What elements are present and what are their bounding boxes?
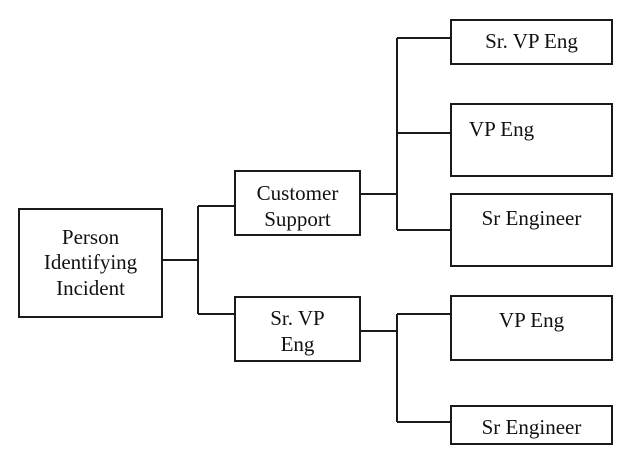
sr-engineer-top-box: Sr Engineer [450,193,613,267]
sr-vp-eng-mid-box: Sr. VP Eng [234,296,361,362]
vp-eng-bottom-label: VP Eng [498,308,565,332]
person-identifying-incident-label: Person Identifying Incident [43,224,138,300]
person-identifying-incident-box: Person Identifying Incident [18,208,163,318]
sr-vp-eng-top-box: Sr. VP Eng [450,19,613,65]
sr-vp-eng-mid-label: Sr. VP Eng [270,306,325,356]
sr-engineer-top-label: Sr Engineer [481,206,582,230]
sr-vp-eng-top-label: Sr. VP Eng [485,29,578,54]
vp-eng-bottom-box: VP Eng [450,295,613,361]
vp-eng-top-box: VP Eng [450,103,613,177]
vp-eng-top-label: VP Eng [468,117,535,141]
sr-engineer-bottom-label: Sr Engineer [481,415,582,439]
sr-engineer-bottom-box: Sr Engineer [450,405,613,445]
customer-support-box: Customer Support [234,170,361,236]
customer-support-label: Customer Support [256,181,339,231]
